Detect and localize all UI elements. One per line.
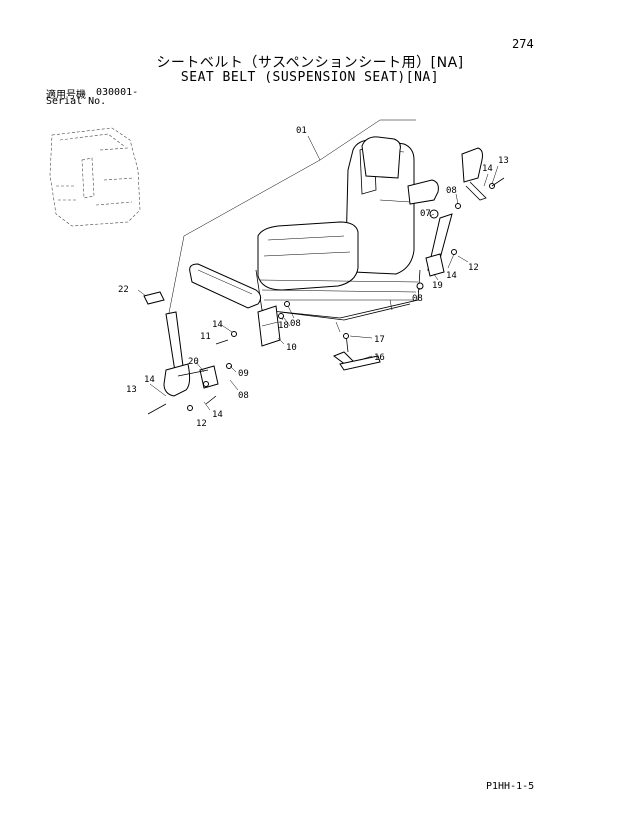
callout-label: 12 [468,263,479,273]
suspension-seat [255,136,439,333]
callout-label: 11 [200,332,211,342]
callout-label: 19 [432,281,443,291]
bracket-16 [332,333,381,371]
callout-label: 14 [482,164,493,174]
callout-label: 13 [498,156,509,166]
callout-label: 13 [126,385,137,395]
callout-label: 14 [446,271,457,281]
serial-range: 030001- [96,87,139,98]
fasteners [147,249,457,415]
bracket-10 [257,305,281,347]
right-buckle [455,147,505,209]
callout-label: 08 [290,319,301,329]
callout-label: 01 [296,126,307,136]
machine-thumbnail [49,127,141,227]
callout-label: 08 [412,294,423,304]
callout-label: 09 [238,369,249,379]
left-retractor-assembly [163,311,219,397]
callout-label: 20 [188,357,199,367]
callout-label: 10 [286,343,297,353]
page-title-japanese: シートベルト（サスペンションシート用）[NA] [156,55,464,71]
callout-label: 14 [212,410,223,420]
callout-numbers: 01 13 14 08 07 14 12 19 08 22 14 11 18 0… [118,126,509,429]
right-belt-assembly [416,209,453,290]
callout-label: 08 [238,391,249,401]
callout-label: 18 [278,321,289,331]
callout-label: 07 [420,209,431,219]
footer-code: P1HH-1-5 [486,781,535,792]
callout-label: 17 [374,335,385,345]
armrest [189,263,262,309]
serial-label-japanese: 適用号機 [46,90,86,101]
callout-label: 22 [118,285,129,295]
callout-label: 08 [446,186,457,196]
leader-lines [137,165,499,411]
callout-label: 14 [212,320,223,330]
callout-label: 16 [374,353,385,363]
page-title-english: SEAT BELT (SUSPENSION SEAT)[NA] [180,70,440,85]
callout-label: 14 [144,375,155,385]
page-number: 274 [512,37,534,51]
cover-22 [143,291,165,305]
callout-label: 12 [196,419,207,429]
serial-label-english: Serial No. [46,96,107,107]
